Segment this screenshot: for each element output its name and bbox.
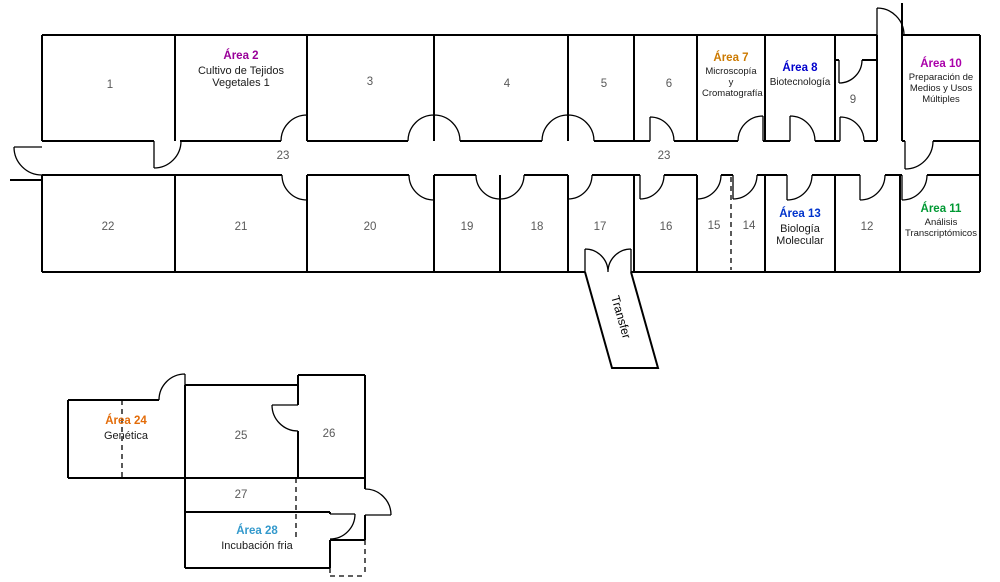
area-11-name: Análisis Transcriptómicos [905,216,977,239]
dashed-partitions-path [121,177,732,577]
room-label-4: 4 [503,78,511,90]
area-8-title: Área 8 [782,62,818,74]
area-11-title: Área 11 [920,203,962,215]
room-label-9: 9 [849,94,857,106]
room-label-27: 27 [234,489,248,501]
room-label-25: 25 [234,430,248,442]
area-13-name: Biología Molecular [776,222,824,248]
area-28-name: Incubación fria [221,539,293,552]
room-label-20: 20 [363,221,377,233]
room-label-15: 15 [707,220,721,232]
area-10-title: Área 10 [920,58,962,70]
walls-path [10,3,981,569]
room-label-17: 17 [593,221,607,233]
area-2-block: Área 2 Cultivo de Tejidos Vegetales 1 [189,50,293,90]
room-label-6: 6 [665,78,673,90]
corridor-label-right: 23 [657,150,671,162]
room-label-12: 12 [860,221,874,233]
area-13-block: Área 13 Biología Molecular [768,208,832,248]
area-24-name: Genética [103,429,149,442]
area-10-block: Área 10 Preparación de Medios y Usos Múl… [903,58,979,106]
room-label-16: 16 [659,221,673,233]
area-28-title: Área 28 [236,525,278,537]
room-label-14: 14 [742,220,756,232]
area-7-title: Área 7 [713,52,749,64]
room-label-1: 1 [106,79,114,91]
room-label-3: 3 [366,76,374,88]
area-7-name: Microscopía y Cromatografía [702,65,763,99]
door-arcs-path [13,7,934,540]
area-28-block: Área 28 Incubación fria [201,525,313,552]
area-8-block: Área 8 Biotecnología [764,62,836,88]
room-label-5: 5 [600,78,608,90]
room-label-18: 18 [530,221,544,233]
area-24-title: Área 24 [105,415,147,427]
area-11-block: Área 11 Análisis Transcriptómicos [901,203,981,240]
room-label-19: 19 [460,221,474,233]
area-2-name: Cultivo de Tejidos Vegetales 1 [197,64,284,90]
area-13-title: Área 13 [779,208,821,220]
area-7-block: Área 7 Microscopía y Cromatografía [702,52,763,100]
area-2-title: Área 2 [223,50,259,62]
area-8-name: Biotecnología [769,76,831,88]
room-label-21: 21 [234,221,248,233]
room-label-22: 22 [101,221,115,233]
room-label-26: 26 [322,428,336,440]
area-10-name: Preparación de Medios y Usos Múltiples [908,71,974,105]
corridor-label-left: 23 [276,150,290,162]
area-24-block: Área 24 Genética [78,415,174,442]
